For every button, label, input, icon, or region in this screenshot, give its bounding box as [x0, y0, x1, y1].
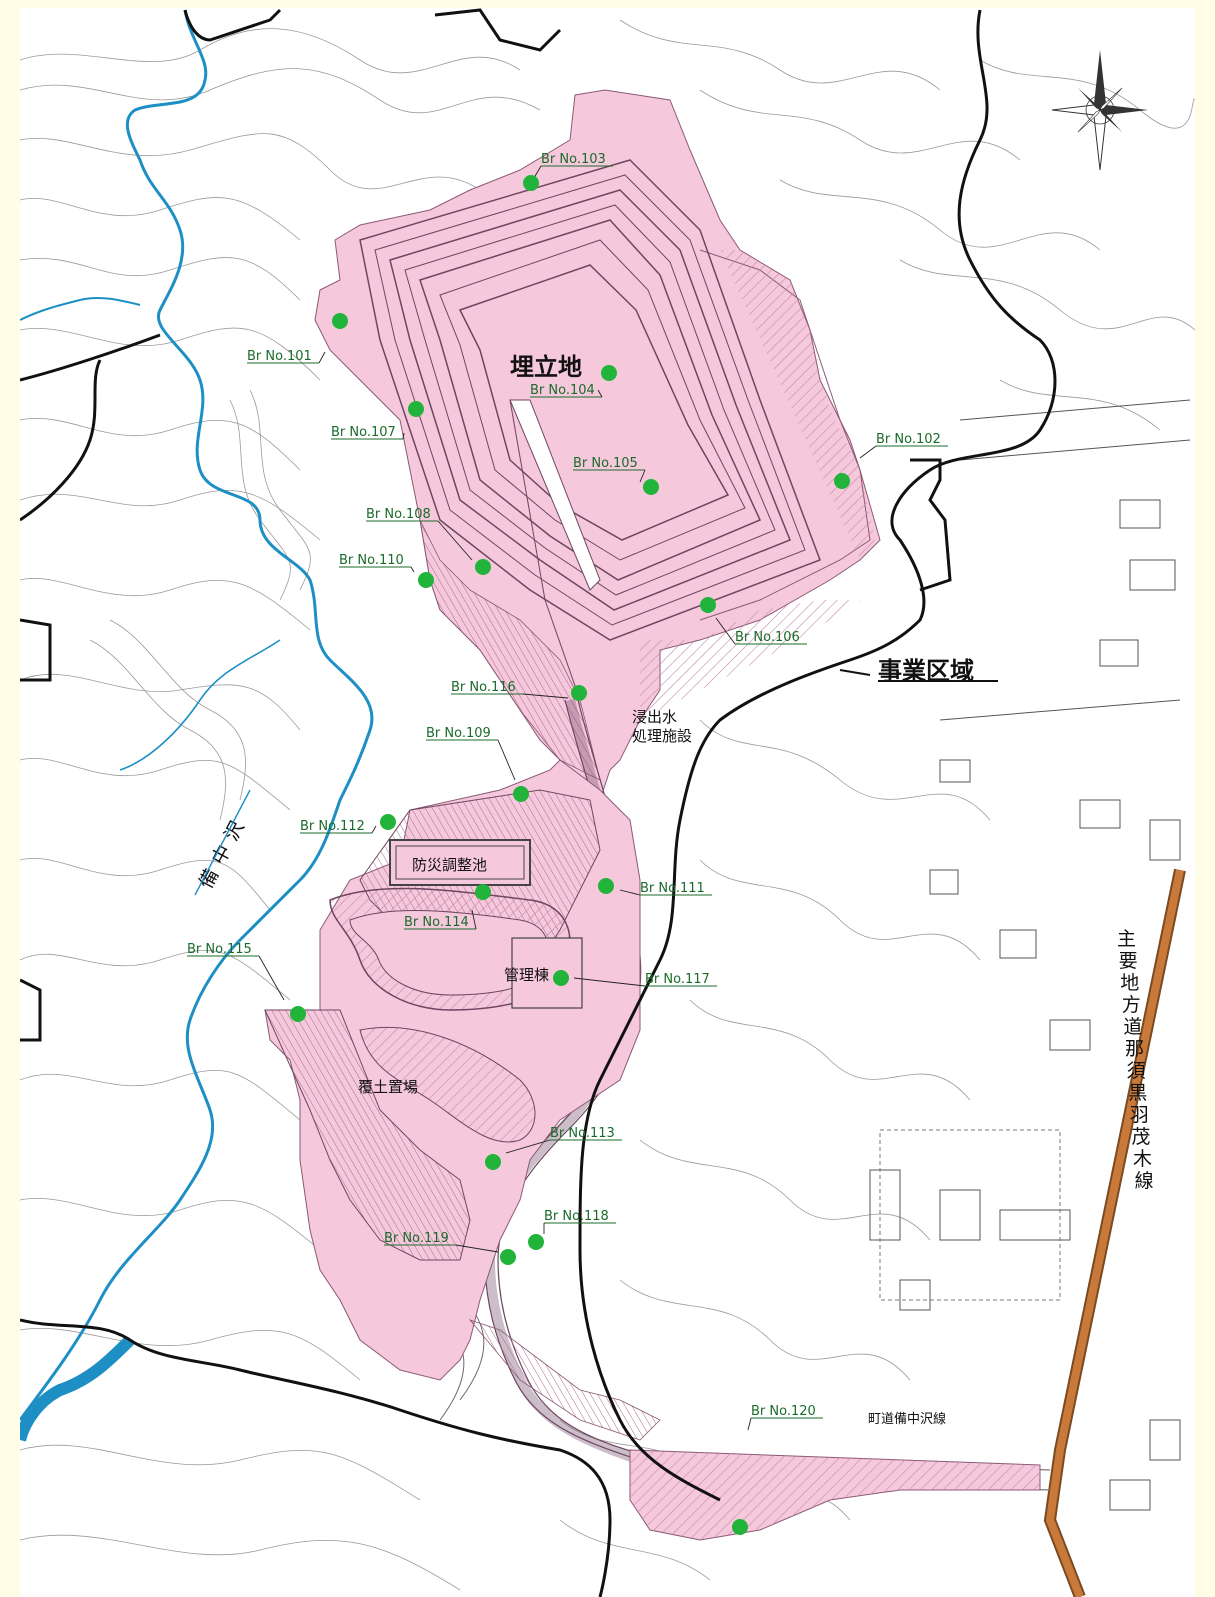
- building-outlines: [869, 399, 1191, 1511]
- borehole-118: Br No.118: [528, 1209, 616, 1250]
- borehole-label: Br No.117: [645, 972, 710, 987]
- borehole-leader-line: [497, 739, 516, 781]
- borehole-dot: [408, 401, 424, 417]
- borehole-dot: [485, 1154, 501, 1170]
- borehole-dot: [418, 572, 434, 588]
- project-area-label: 事業区域: [878, 657, 974, 685]
- borehole-104: Br No.104: [530, 365, 617, 398]
- site-map: 埋立地 事業区域 浸出水 処理施設 防災調整池 管理棟 覆土置場 町道備中沢線 …: [20, 8, 1195, 1597]
- borehole-label: Br No.116: [451, 680, 516, 695]
- borehole-label: Br No.101: [247, 349, 312, 364]
- borehole-dot: [571, 685, 587, 701]
- borehole-leader-line: [505, 1139, 551, 1154]
- borehole-116: Br No.116: [451, 680, 587, 701]
- borehole-dot: [380, 814, 396, 830]
- borehole-leader-line: [859, 445, 877, 459]
- borehole-label: Br No.119: [384, 1231, 449, 1246]
- borehole-leader-line: [597, 389, 603, 398]
- borehole-label: Br No.120: [751, 1404, 816, 1419]
- borehole-label: Br No.118: [544, 1209, 609, 1224]
- borehole-label: Br No.102: [876, 432, 941, 447]
- borehole-dot: [513, 786, 529, 802]
- borehole-leader-line: [573, 977, 646, 987]
- borehole-dot: [732, 1519, 748, 1535]
- borehole-101: Br No.101: [247, 313, 348, 364]
- leachate-label-line2: 処理施設: [632, 727, 692, 745]
- disaster-pond-label: 防災調整池: [412, 856, 487, 874]
- borehole-108: Br No.108: [366, 507, 491, 575]
- borehole-dot: [290, 1006, 306, 1022]
- compass-rose-icon: [1051, 50, 1148, 171]
- cover-soil-label: 覆土置場: [358, 1078, 418, 1096]
- borehole-109: Br No.109: [426, 726, 529, 802]
- borehole-105: Br No.105: [573, 456, 659, 495]
- borehole-leader-line: [455, 1244, 499, 1253]
- borehole-107: Br No.107: [331, 401, 424, 440]
- borehole-120: Br No.120: [732, 1404, 823, 1535]
- borehole-label: Br No.105: [573, 456, 638, 471]
- borehole-label: Br No.112: [300, 819, 365, 834]
- management-building-label: 管理棟: [504, 966, 549, 984]
- borehole-117: Br No.117: [553, 970, 717, 987]
- landfill-label: 埋立地: [510, 353, 582, 381]
- borehole-dot: [475, 884, 491, 900]
- stream-bichuzawa: [20, 9, 374, 1442]
- borehole-label: Br No.114: [404, 915, 469, 930]
- borehole-label: Br No.109: [426, 726, 491, 741]
- borehole-leader-line: [715, 617, 736, 645]
- borehole-dot: [601, 365, 617, 381]
- borehole-110: Br No.110: [339, 553, 434, 588]
- borehole-106: Br No.106: [700, 597, 807, 645]
- borehole-leader-line: [437, 520, 473, 561]
- borehole-dot: [500, 1249, 516, 1265]
- project-boundary: [20, 8, 1057, 1597]
- borehole-dot: [475, 559, 491, 575]
- borehole-dot: [834, 473, 850, 489]
- borehole-dot: [523, 175, 539, 191]
- borehole-111: Br No.111: [598, 878, 712, 896]
- borehole-dot: [553, 970, 569, 986]
- prefectural-road-label: 主要地方道那須黒羽茂木線: [1117, 928, 1154, 1192]
- contour-lines: [20, 19, 1195, 1591]
- borehole-leader-line: [471, 909, 477, 930]
- borehole-leader-line: [371, 825, 377, 834]
- borehole-dot: [700, 597, 716, 613]
- borehole-leader-line: [619, 889, 641, 896]
- borehole-leader-line: [318, 351, 326, 364]
- borehole-114: Br No.114: [404, 884, 491, 930]
- borehole-dot: [332, 313, 348, 329]
- borehole-leader-line: [639, 469, 646, 483]
- borehole-label: Br No.108: [366, 507, 431, 522]
- borehole-leader-line: [410, 566, 415, 573]
- borehole-label: Br No.107: [331, 425, 396, 440]
- prefectural-road-text: 主要地方道那須黒羽茂木線: [1117, 928, 1154, 1192]
- leachate-label-line1: 浸出水: [632, 708, 677, 726]
- borehole-label: Br No.106: [735, 630, 800, 645]
- borehole-label: Br No.111: [640, 881, 705, 896]
- borehole-label: Br No.110: [339, 553, 404, 568]
- borehole-112: Br No.112: [300, 814, 396, 834]
- borehole-markers: Br No.101 Br No.102 Br No.103 Br No.104 Br N…: [187, 152, 948, 1535]
- borehole-115: Br No.115: [187, 942, 306, 1022]
- borehole-leader-line: [747, 1417, 752, 1431]
- borehole-label: Br No.103: [541, 152, 606, 167]
- map-frame: 埋立地 事業区域 浸出水 処理施設 防災調整池 管理棟 覆土置場 町道備中沢線 …: [20, 8, 1195, 1597]
- borehole-leader-line: [402, 432, 405, 440]
- borehole-dot: [528, 1234, 544, 1250]
- borehole-103: Br No.103: [523, 152, 613, 191]
- borehole-119: Br No.119: [384, 1231, 516, 1265]
- borehole-leader-line: [522, 693, 569, 699]
- borehole-102: Br No.102: [834, 432, 948, 489]
- project-site: [264, 89, 1041, 1541]
- borehole-label: Br No.113: [550, 1126, 615, 1141]
- borehole-leader-line: [258, 955, 285, 1001]
- borehole-dot: [598, 878, 614, 894]
- borehole-label: Br No.115: [187, 942, 252, 957]
- borehole-113: Br No.113: [485, 1126, 622, 1170]
- borehole-label: Br No.104: [530, 383, 595, 398]
- town-road-label: 町道備中沢線: [868, 1411, 946, 1427]
- borehole-dot: [643, 479, 659, 495]
